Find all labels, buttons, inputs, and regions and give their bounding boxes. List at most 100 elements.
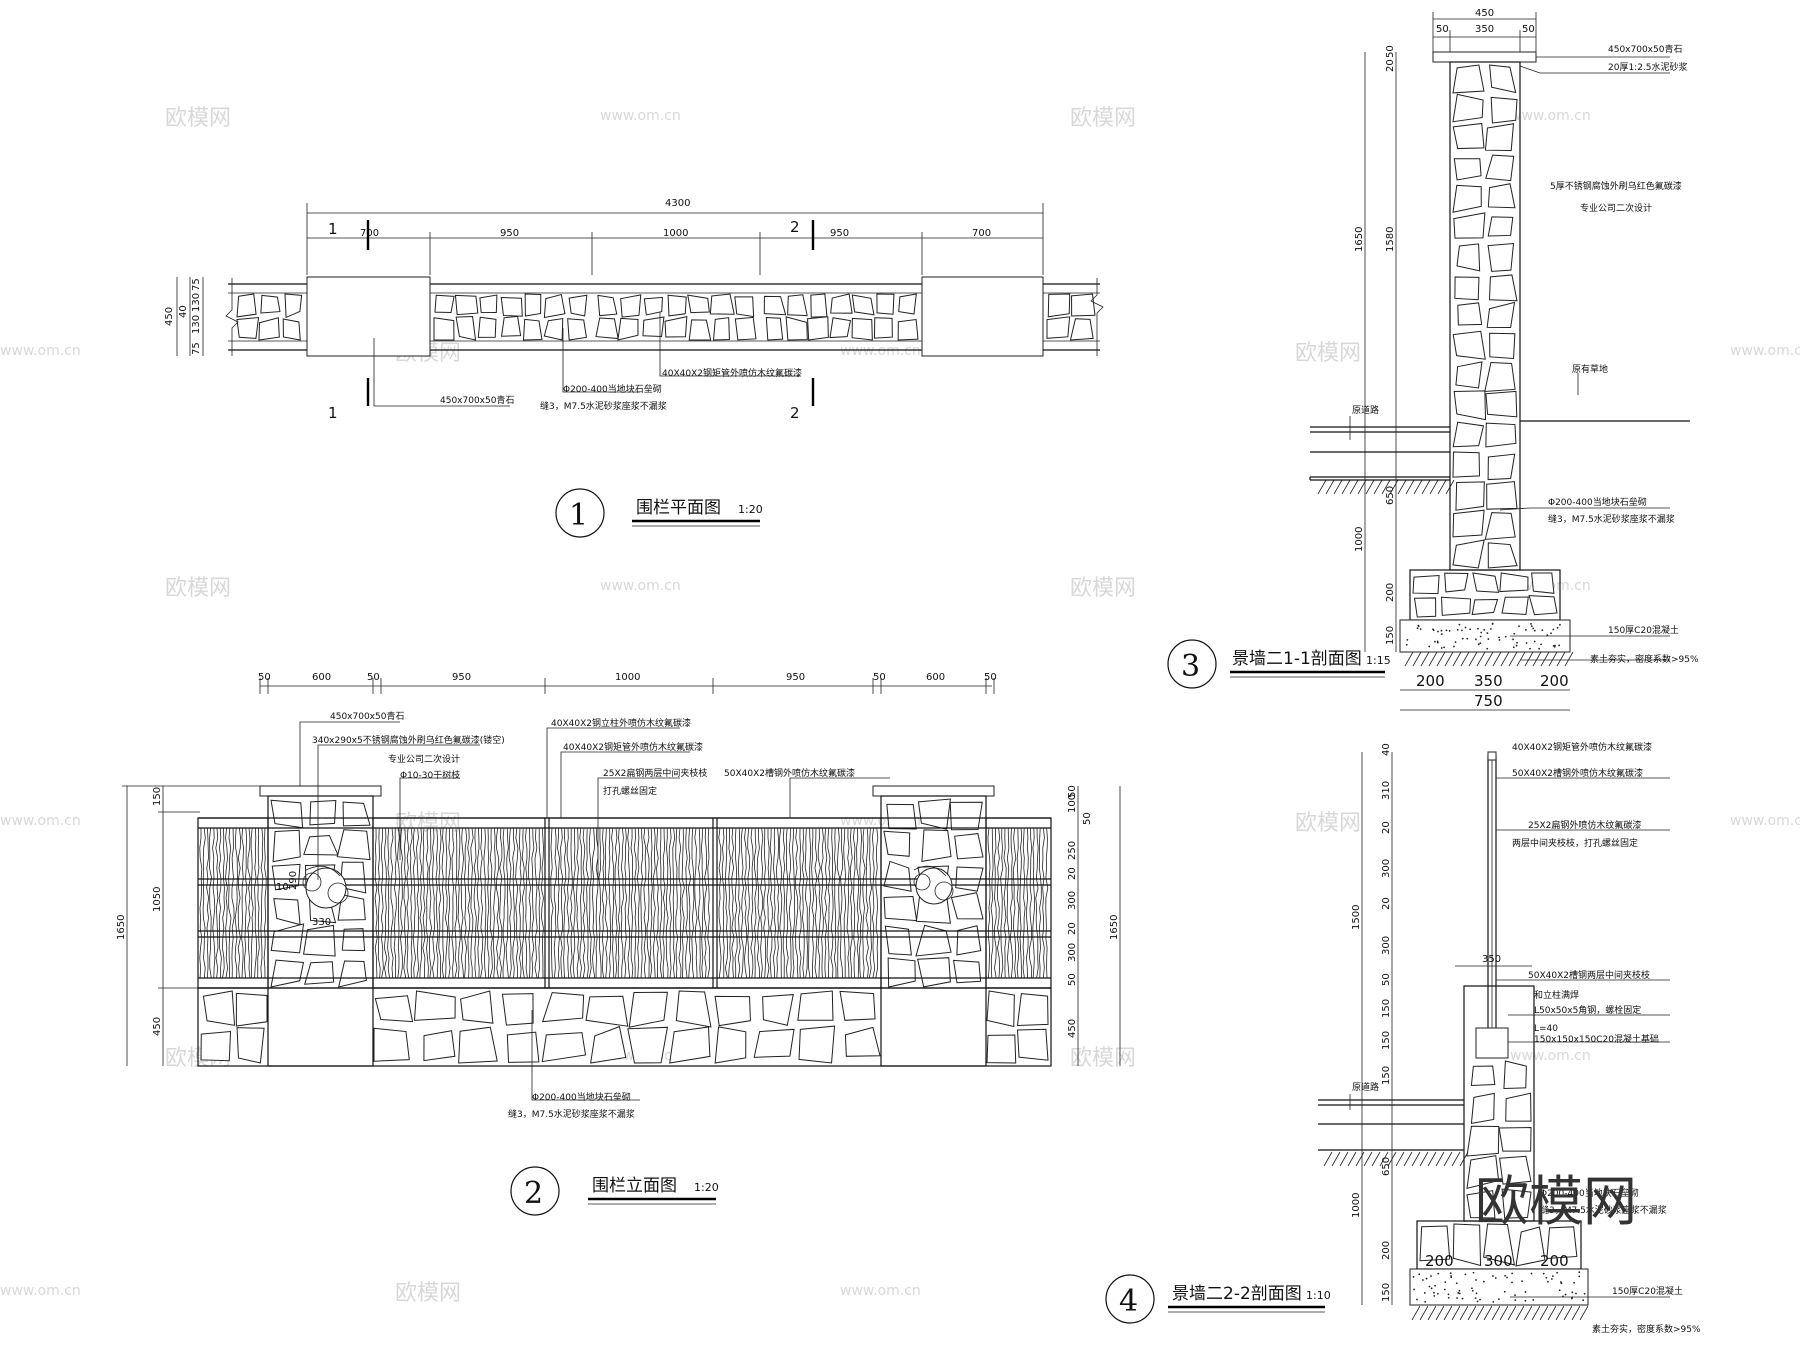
stone-block (886, 803, 917, 830)
fence-branch (744, 827, 748, 979)
drawing-scale: 1:10 (1306, 1289, 1331, 1302)
concrete-dot (1475, 1292, 1478, 1295)
concrete-dot (1515, 644, 1518, 647)
concrete-dot (1476, 1300, 1479, 1303)
stone-block (844, 1026, 881, 1057)
concrete-dot (1457, 1292, 1460, 1294)
fence-post-cap (1487, 751, 1497, 761)
concrete-dot (1578, 1271, 1581, 1274)
watermark-text: 欧模网 (1070, 576, 1136, 601)
concrete-dot (1440, 629, 1443, 632)
fence-branch (987, 827, 991, 979)
concrete-dot (1530, 625, 1533, 628)
hatch-line (1405, 479, 1415, 495)
stone-block (1515, 1226, 1546, 1267)
fence-branch (534, 827, 538, 979)
fence-branch (1006, 827, 1010, 979)
fence-branch (862, 827, 866, 979)
fence-branch (374, 827, 378, 979)
fence-branch (640, 827, 644, 979)
watermark-url: www.om.cn (1730, 343, 1800, 359)
hatch-line (1397, 479, 1407, 495)
vdim-label: 450 (152, 1017, 163, 1036)
section2-note: L=40 (1534, 1024, 1558, 1034)
section1-note: 素土夯实，密度系数>95% (1590, 653, 1699, 665)
hatch-line (1435, 1151, 1445, 1167)
concrete-dot (1524, 1299, 1527, 1302)
concrete-dot (1542, 1272, 1545, 1275)
fence-branch (827, 827, 831, 978)
concrete-dot (1575, 1292, 1577, 1295)
hatch-line (1347, 1151, 1357, 1167)
fence-branch (740, 827, 744, 979)
stone-block (1487, 242, 1515, 272)
stone-block (585, 995, 629, 1027)
fence-branch (668, 827, 672, 979)
leader-line (399, 777, 460, 860)
concrete-dot (1497, 1298, 1500, 1300)
vdim-label: 50 (1067, 785, 1078, 798)
plan-stone-pattern (236, 293, 1096, 341)
fence-branch (400, 827, 403, 979)
hatch-line (1515, 1305, 1525, 1321)
fence-branch (608, 827, 612, 979)
section1-note: 专业公司二次设计 (1580, 202, 1652, 214)
vdim-label: 50 (1067, 973, 1078, 986)
fence-branch (483, 827, 487, 979)
section2-note: 50X40X2槽钢两层中间夹枝枝 (1528, 969, 1650, 981)
vdim-label: 20 (1067, 922, 1078, 935)
fence-branch (495, 827, 500, 979)
fence-branch (798, 827, 802, 979)
hatch-line (1516, 651, 1526, 667)
concrete-dot (1524, 1291, 1527, 1293)
fence-branch (218, 827, 222, 979)
stone-block (309, 799, 337, 826)
concrete-dot (1443, 1288, 1446, 1291)
stone-block (202, 990, 236, 1026)
stone-block (839, 990, 876, 1021)
concrete-dot (1559, 623, 1561, 626)
concrete-dot (1483, 1280, 1485, 1283)
dim-label: 1000 (663, 228, 688, 239)
watermark-text: 欧模网 (1070, 106, 1136, 131)
concrete-dot (1432, 628, 1434, 631)
concrete-dot (1556, 626, 1559, 629)
stone-block (1466, 1155, 1500, 1190)
hatch-line (1395, 1151, 1405, 1167)
fence-branch (769, 827, 773, 979)
dim-label: 950 (452, 672, 471, 683)
stone-block (506, 1031, 540, 1063)
concrete-dot (1530, 1272, 1533, 1275)
vdim-label: 50 (1381, 973, 1392, 986)
fence-branch (624, 827, 628, 979)
vdim-label: 50 (1385, 45, 1396, 58)
dim-label: 300 (1484, 1252, 1513, 1270)
concrete-dot (1437, 630, 1439, 633)
stone-block (887, 957, 916, 988)
emblem-dim: 10 (276, 882, 289, 893)
stone-block (336, 829, 371, 861)
concrete-dot (1521, 1280, 1523, 1283)
post-emblem-left (302, 865, 349, 909)
section2-note: Φ200-400当地块石垒砌 (1540, 1187, 1639, 1199)
fence-branch (383, 827, 388, 979)
stone-block (595, 317, 619, 340)
leader-line (373, 338, 510, 407)
section-label: 1 (328, 404, 338, 422)
hatch-line (1365, 479, 1375, 495)
leader-line (597, 777, 680, 880)
section2-note: 150x150x150C20混凝土基础 (1534, 1033, 1659, 1045)
stone-block (667, 294, 687, 317)
concrete-dot (1541, 629, 1544, 632)
stone-block (342, 801, 371, 827)
post-cap-right (872, 785, 995, 797)
hatch-line (1459, 1151, 1469, 1167)
fence-branch (620, 827, 624, 979)
fence-branch (585, 827, 589, 979)
fence-branch (704, 827, 708, 979)
section1-note: 5厚不锈钢腐蚀外刷乌红色氟碳漆 (1550, 180, 1682, 192)
stone-block (883, 896, 918, 922)
concrete-dot (1504, 635, 1507, 638)
elevation-note: 25X2扁钢两层中间夹枝枝 (603, 767, 707, 779)
fence-branch (1009, 827, 1014, 979)
